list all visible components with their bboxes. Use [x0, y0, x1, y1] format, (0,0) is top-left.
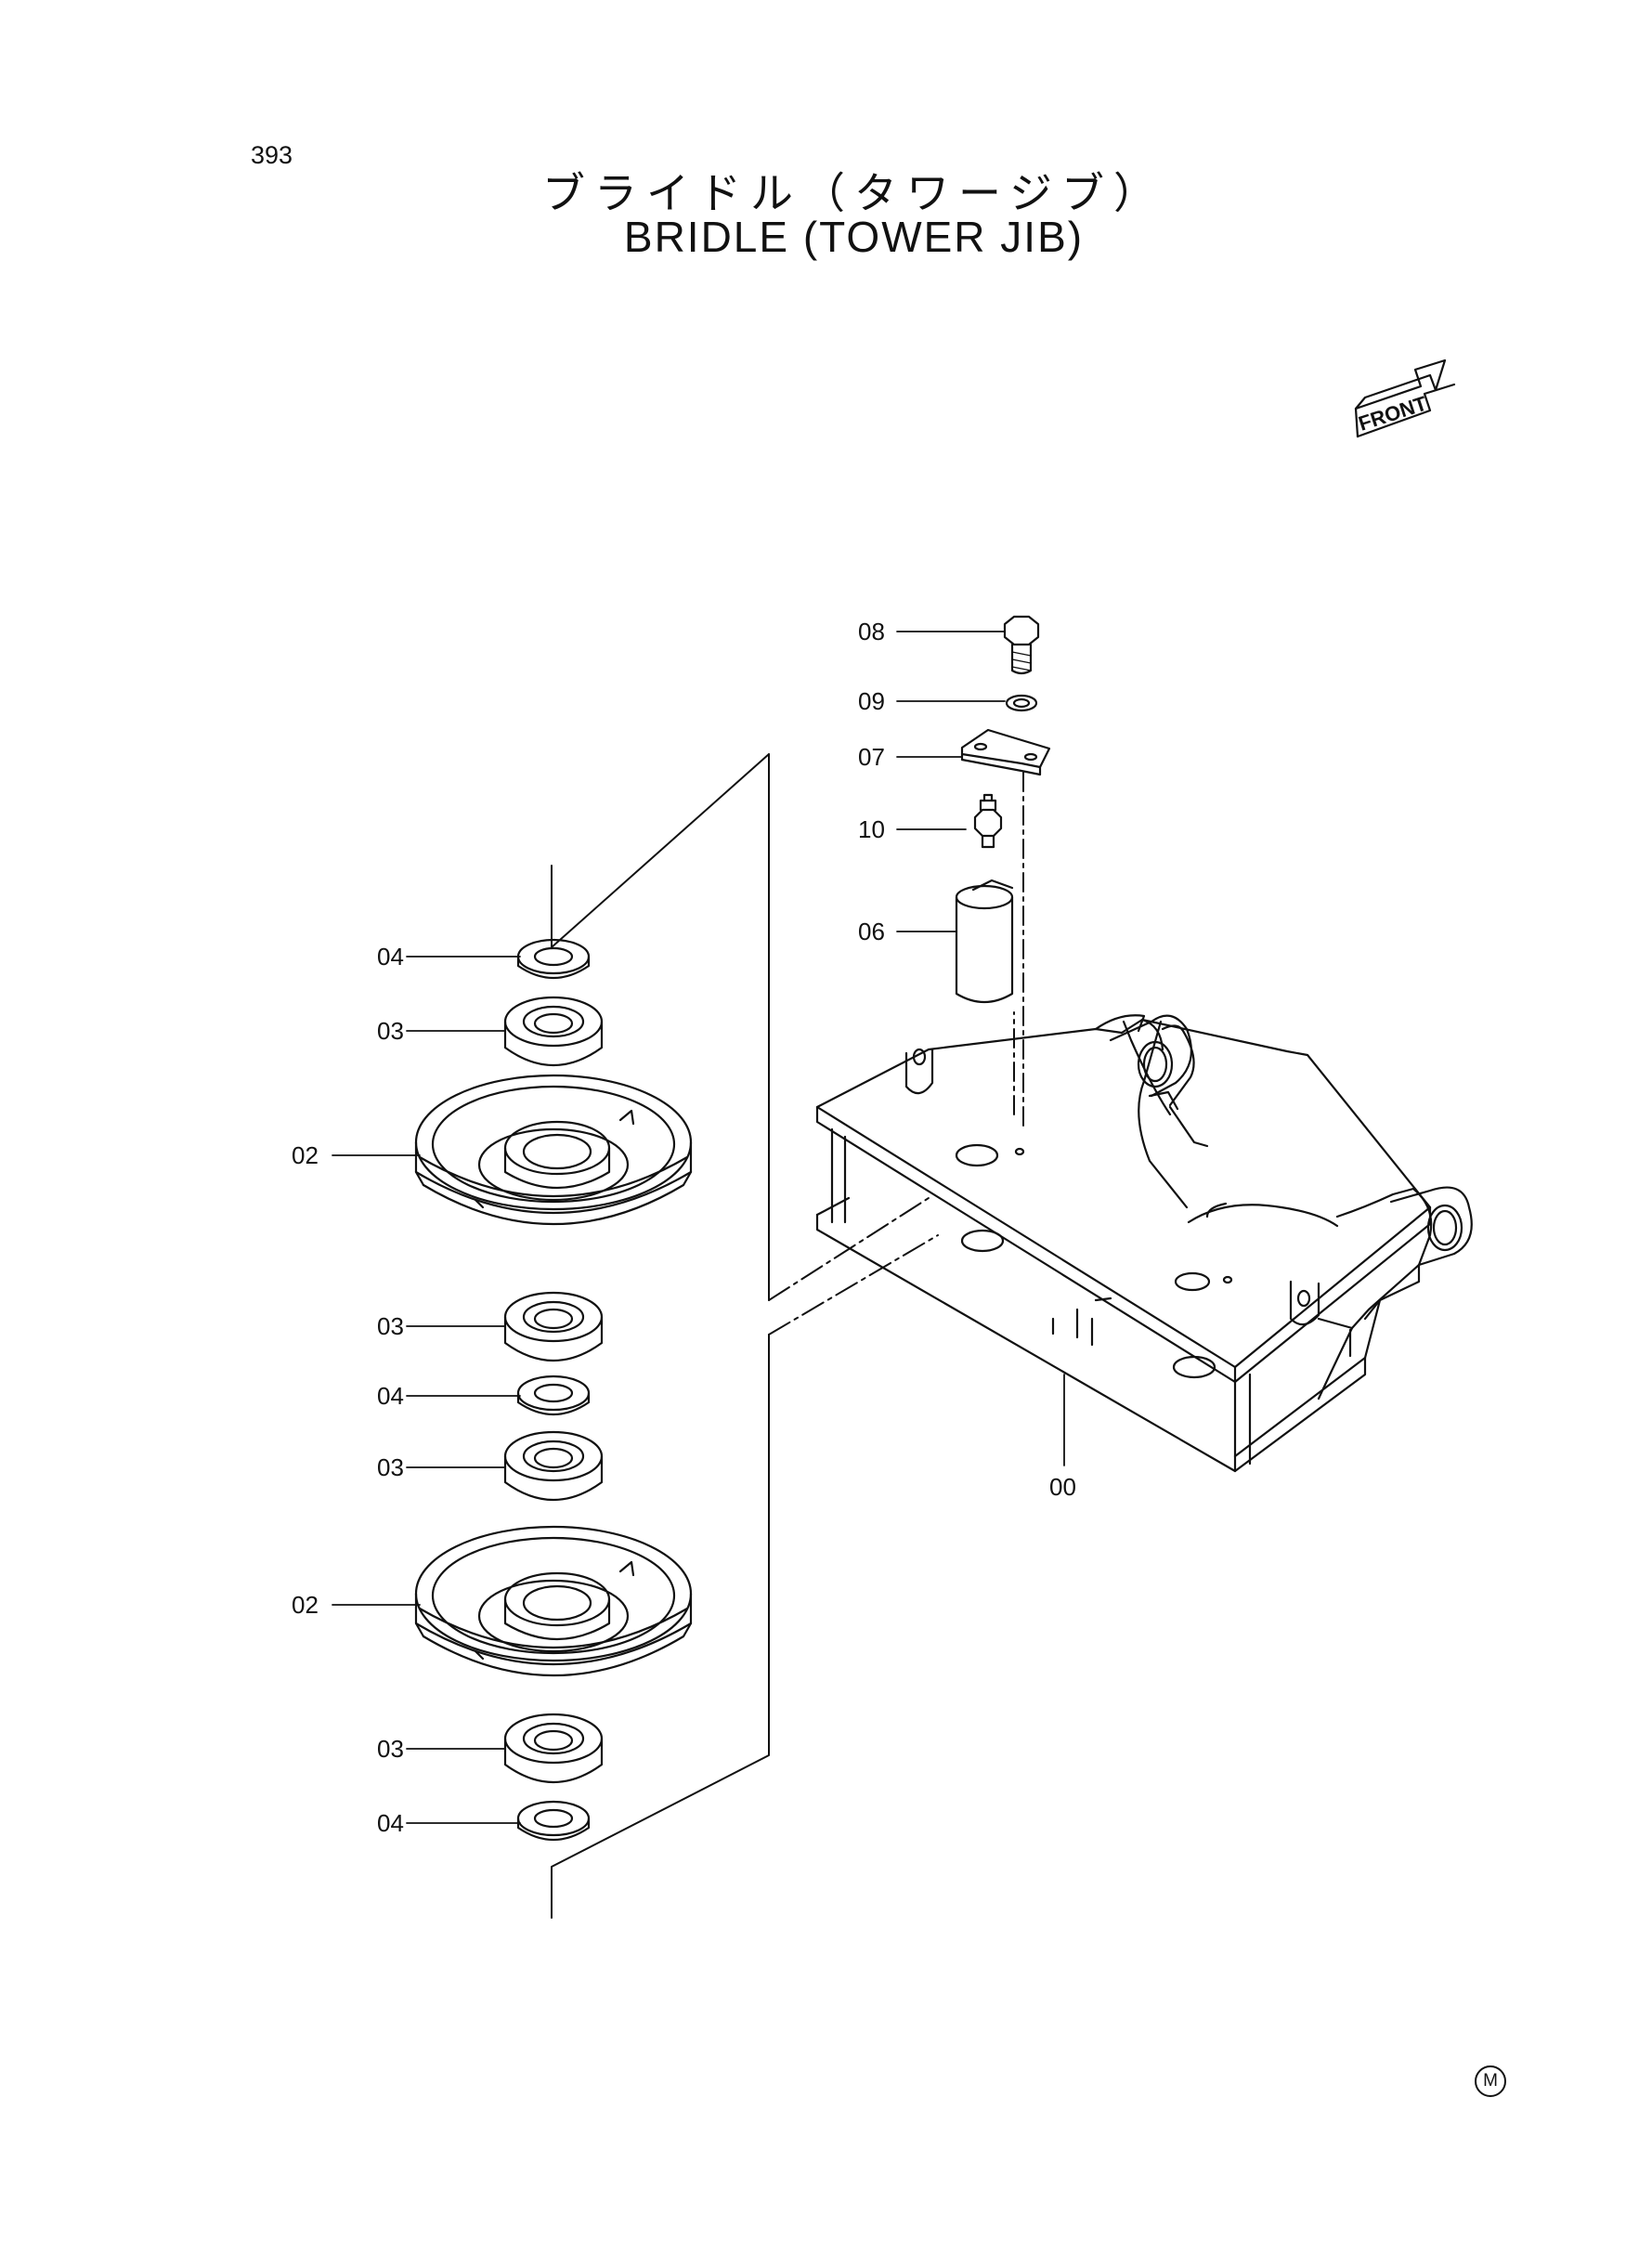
seal-04-top [516, 938, 591, 980]
bearing-03-4 [503, 1713, 604, 1783]
bearing-03-2 [503, 1291, 604, 1362]
callout-03-2: 03 [377, 1312, 404, 1340]
bearing-03-3 [503, 1430, 604, 1501]
spacer-04 [516, 1375, 591, 1416]
callout-09: 09 [858, 687, 885, 715]
page-number: 393 [251, 141, 293, 169]
leader-lines [332, 631, 1065, 1824]
callout-07: 07 [858, 743, 885, 771]
bearing-03-1 [503, 996, 604, 1066]
front-arrow-icon: FRONT [1354, 358, 1456, 438]
sheave-02-lower [414, 1525, 693, 1677]
plate-07 [960, 728, 1051, 776]
callout-06: 06 [858, 918, 885, 945]
bridle-frame-00 [815, 1014, 1473, 1473]
assembly-outline [551, 753, 1024, 1919]
title-english: BRIDLE (TOWER JIB) [623, 213, 1085, 261]
callout-08: 08 [858, 618, 885, 645]
grease-fitting-10 [973, 793, 1003, 849]
callout-02-lower: 02 [292, 1591, 319, 1619]
corner-mark: M [1475, 2065, 1506, 2097]
callout-02-upper: 02 [292, 1141, 319, 1169]
callout-labels: 08 09 07 10 06 04 03 02 03 04 03 02 03 0… [292, 618, 1076, 1837]
title-japanese: ブライドル（タワージブ） [541, 168, 1166, 218]
callout-04-top: 04 [377, 943, 404, 971]
callout-03-4: 03 [377, 1735, 404, 1763]
callout-10: 10 [858, 815, 885, 843]
callout-04-bottom: 04 [377, 1809, 404, 1837]
washer-09 [1005, 694, 1038, 712]
sheave-02-upper [414, 1074, 693, 1226]
callout-04-spacer: 04 [377, 1382, 404, 1410]
seal-04-bottom [516, 1800, 591, 1842]
bolt-08 [1003, 615, 1040, 675]
callout-00: 00 [1049, 1473, 1076, 1501]
pin-06 [955, 879, 1014, 1003]
callout-03-1: 03 [377, 1017, 404, 1045]
callout-03-3: 03 [377, 1453, 404, 1481]
